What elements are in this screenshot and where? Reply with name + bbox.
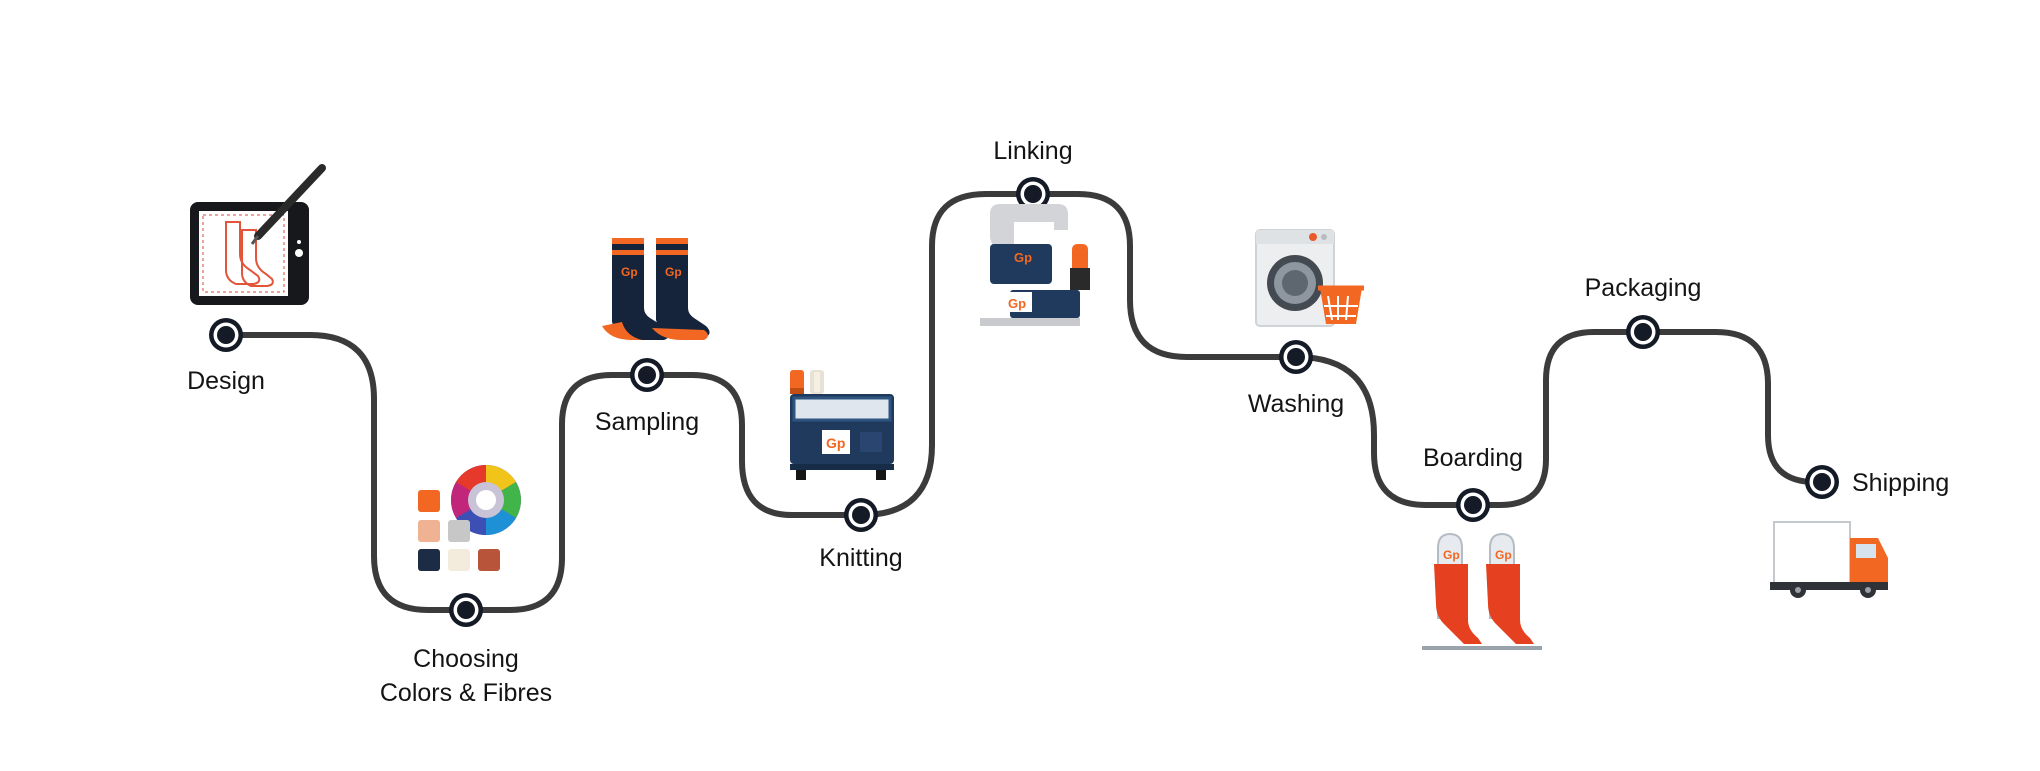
step-node-sampling: [630, 358, 664, 392]
brand-mark-text: Gp: [1443, 548, 1460, 562]
step-label-knitting: Knitting: [819, 544, 903, 572]
sock-boards-icon: Gp Gp: [1422, 532, 1542, 650]
step-label-design: Design: [187, 367, 265, 395]
step-node-design: [209, 318, 243, 352]
color-wheel-swatches-icon: [418, 465, 521, 571]
step-label-packaging: Packaging: [1584, 274, 1702, 302]
step-node-washing: [1279, 340, 1313, 374]
step-node-knitting: [844, 498, 878, 532]
brand-mark-text: Gp: [621, 265, 638, 279]
step-label-choosing: Choosing Colors & Fibres: [346, 642, 586, 710]
sewing-machine-icon: Gp Gp: [980, 204, 1090, 326]
tablet-drawing-icon: [190, 164, 326, 305]
step-label-washing: Washing: [1247, 390, 1345, 418]
brand-mark-text: Gp: [1014, 250, 1032, 265]
brand-mark-text: Gp: [665, 265, 682, 279]
step-node-packaging: [1626, 315, 1660, 349]
step-node-linking: [1016, 177, 1050, 211]
brand-mark-text: Gp: [1008, 296, 1026, 311]
step-label-sampling: Sampling: [594, 408, 700, 436]
washing-machine-icon: [1255, 229, 1364, 327]
step-label-boarding: Boarding: [1422, 444, 1524, 472]
step-label-choosing-text: Choosing Colors & Fibres: [379, 645, 553, 707]
brand-mark-text: Gp: [826, 435, 845, 451]
step-node-shipping: [1805, 465, 1839, 499]
step-label-linking: Linking: [993, 137, 1073, 165]
knitting-machine-icon: Gp: [790, 370, 894, 480]
brand-mark-text: Gp: [1495, 548, 1512, 562]
step-node-boarding: [1456, 488, 1490, 522]
step-label-shipping: Shipping: [1852, 469, 1950, 497]
delivery-truck-icon: [1770, 521, 1888, 598]
step-node-choosing: [449, 593, 483, 627]
socks-icon: Gp Gp: [602, 238, 710, 340]
